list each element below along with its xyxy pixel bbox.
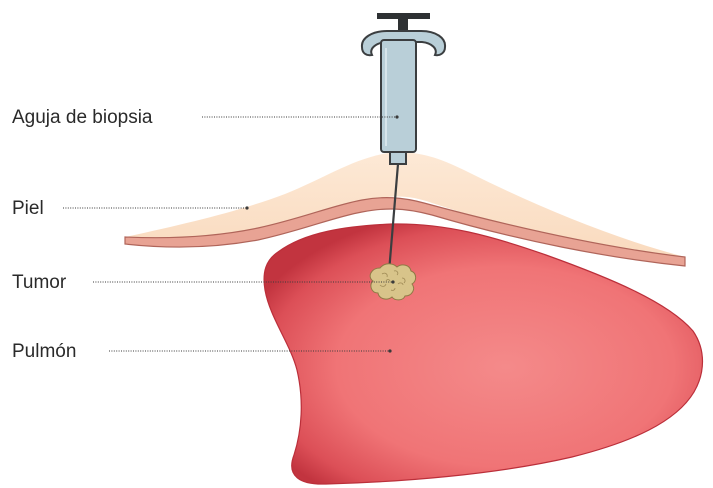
label-tumor: Tumor xyxy=(12,272,67,293)
lung xyxy=(264,224,702,484)
leader-tumor-dot xyxy=(391,280,394,283)
leader-skin-dot xyxy=(245,206,248,209)
label-needle: Aguja de biopsia xyxy=(12,107,153,128)
label-lung: Pulmón xyxy=(12,341,76,362)
biopsy-syringe xyxy=(362,13,445,164)
label-skin: Piel xyxy=(12,198,44,219)
leader-needle-dot xyxy=(395,115,398,118)
leader-lung-dot xyxy=(388,349,391,352)
